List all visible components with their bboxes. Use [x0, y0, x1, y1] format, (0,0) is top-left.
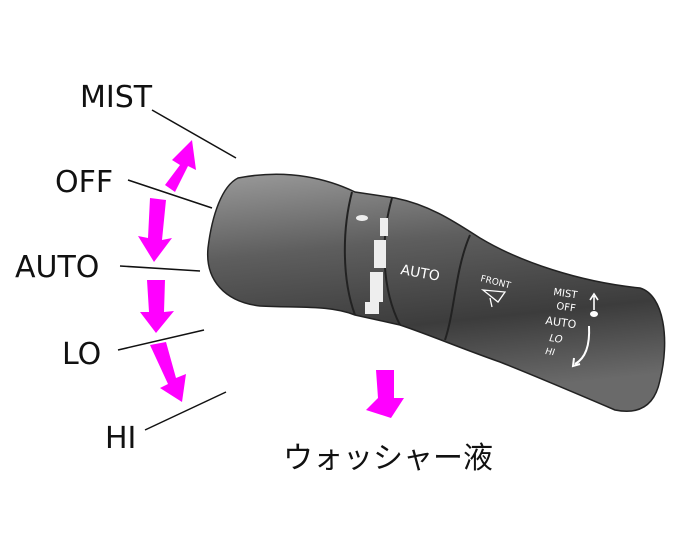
label-auto: AUTO [15, 250, 99, 285]
arrow-down-auto [138, 198, 172, 262]
mist-up-arrow-icon [589, 292, 599, 310]
arrow-down-hi [150, 342, 186, 402]
label-off: OFF [55, 165, 113, 200]
arrow-washer [366, 370, 404, 418]
lever-pos-hi: HI [545, 347, 556, 358]
arrow-up-mist [165, 140, 196, 192]
leader-lines [117, 109, 237, 431]
sensitivity-bars [365, 218, 388, 314]
ring-dot-icon [356, 215, 368, 221]
lever-body [207, 173, 666, 412]
lever-pos-mist: MIST [553, 287, 579, 301]
lever-collar [343, 191, 356, 316]
washer-fluid-label: ウォッシャー液 [283, 441, 493, 476]
lever-ring-auto: AUTO [399, 262, 441, 285]
down-arc-arrow-icon [571, 325, 591, 368]
direction-arrows [138, 140, 404, 418]
label-mist: MIST [80, 80, 153, 115]
off-dot-icon [590, 311, 598, 317]
arrow-down-lo [140, 280, 174, 333]
label-hi: HI [105, 421, 136, 456]
lever-front-divider [444, 234, 471, 341]
lever-pos-off: OFF [556, 301, 577, 315]
front-wiper-icon [480, 289, 507, 308]
lever-pos-auto: AUTO [545, 314, 578, 331]
lever-pos-lo: LO [549, 333, 564, 346]
label-lo: LO [62, 337, 101, 372]
